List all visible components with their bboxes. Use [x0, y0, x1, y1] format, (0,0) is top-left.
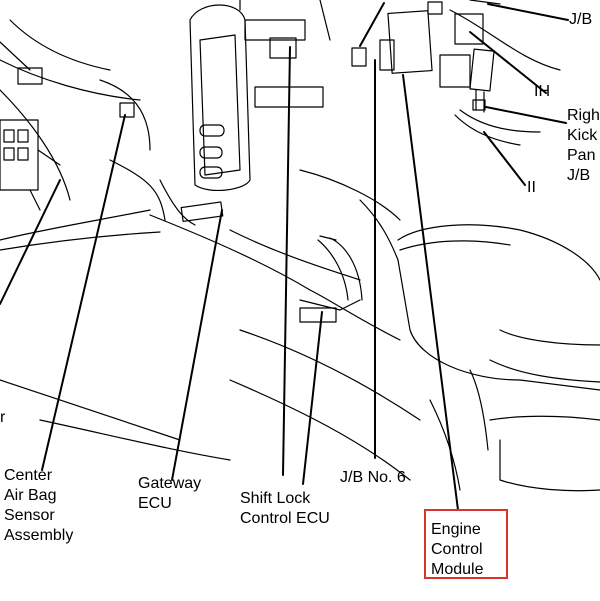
label-shift-lock-ecu: Shift Lock Control ECU [240, 490, 330, 527]
label-jb-top: J/B [569, 11, 593, 28]
leader-lines [0, 2, 569, 511]
floor-console [149, 169, 421, 481]
label-center-airbag-sensor: Center Air Bag Sensor Assembly [4, 467, 74, 544]
label-ii: II [527, 179, 536, 196]
label-cut-left: r [0, 409, 6, 426]
connector-top-left [17, 67, 43, 85]
left-module-cluster [0, 119, 61, 211]
label-gateway-ecu: Gateway ECU [138, 475, 202, 512]
label-jb-no6: J/B No. 6 [340, 469, 406, 486]
center-airbag-sensor-block [119, 102, 135, 118]
leader-top-left [0, 41, 31, 71]
center-stack [189, 0, 331, 191]
left-dashboard-outline [0, 19, 231, 461]
engine-control-module-highlight [424, 509, 508, 579]
label-right-kick-panel-jb: Righ Kick Pan J/B [567, 107, 600, 184]
right-junction-block-cluster [351, 0, 561, 146]
center-console-box [397, 224, 600, 492]
label-engine-control-module: Engine Control Module [431, 521, 484, 578]
label-ih: IH [534, 83, 550, 100]
